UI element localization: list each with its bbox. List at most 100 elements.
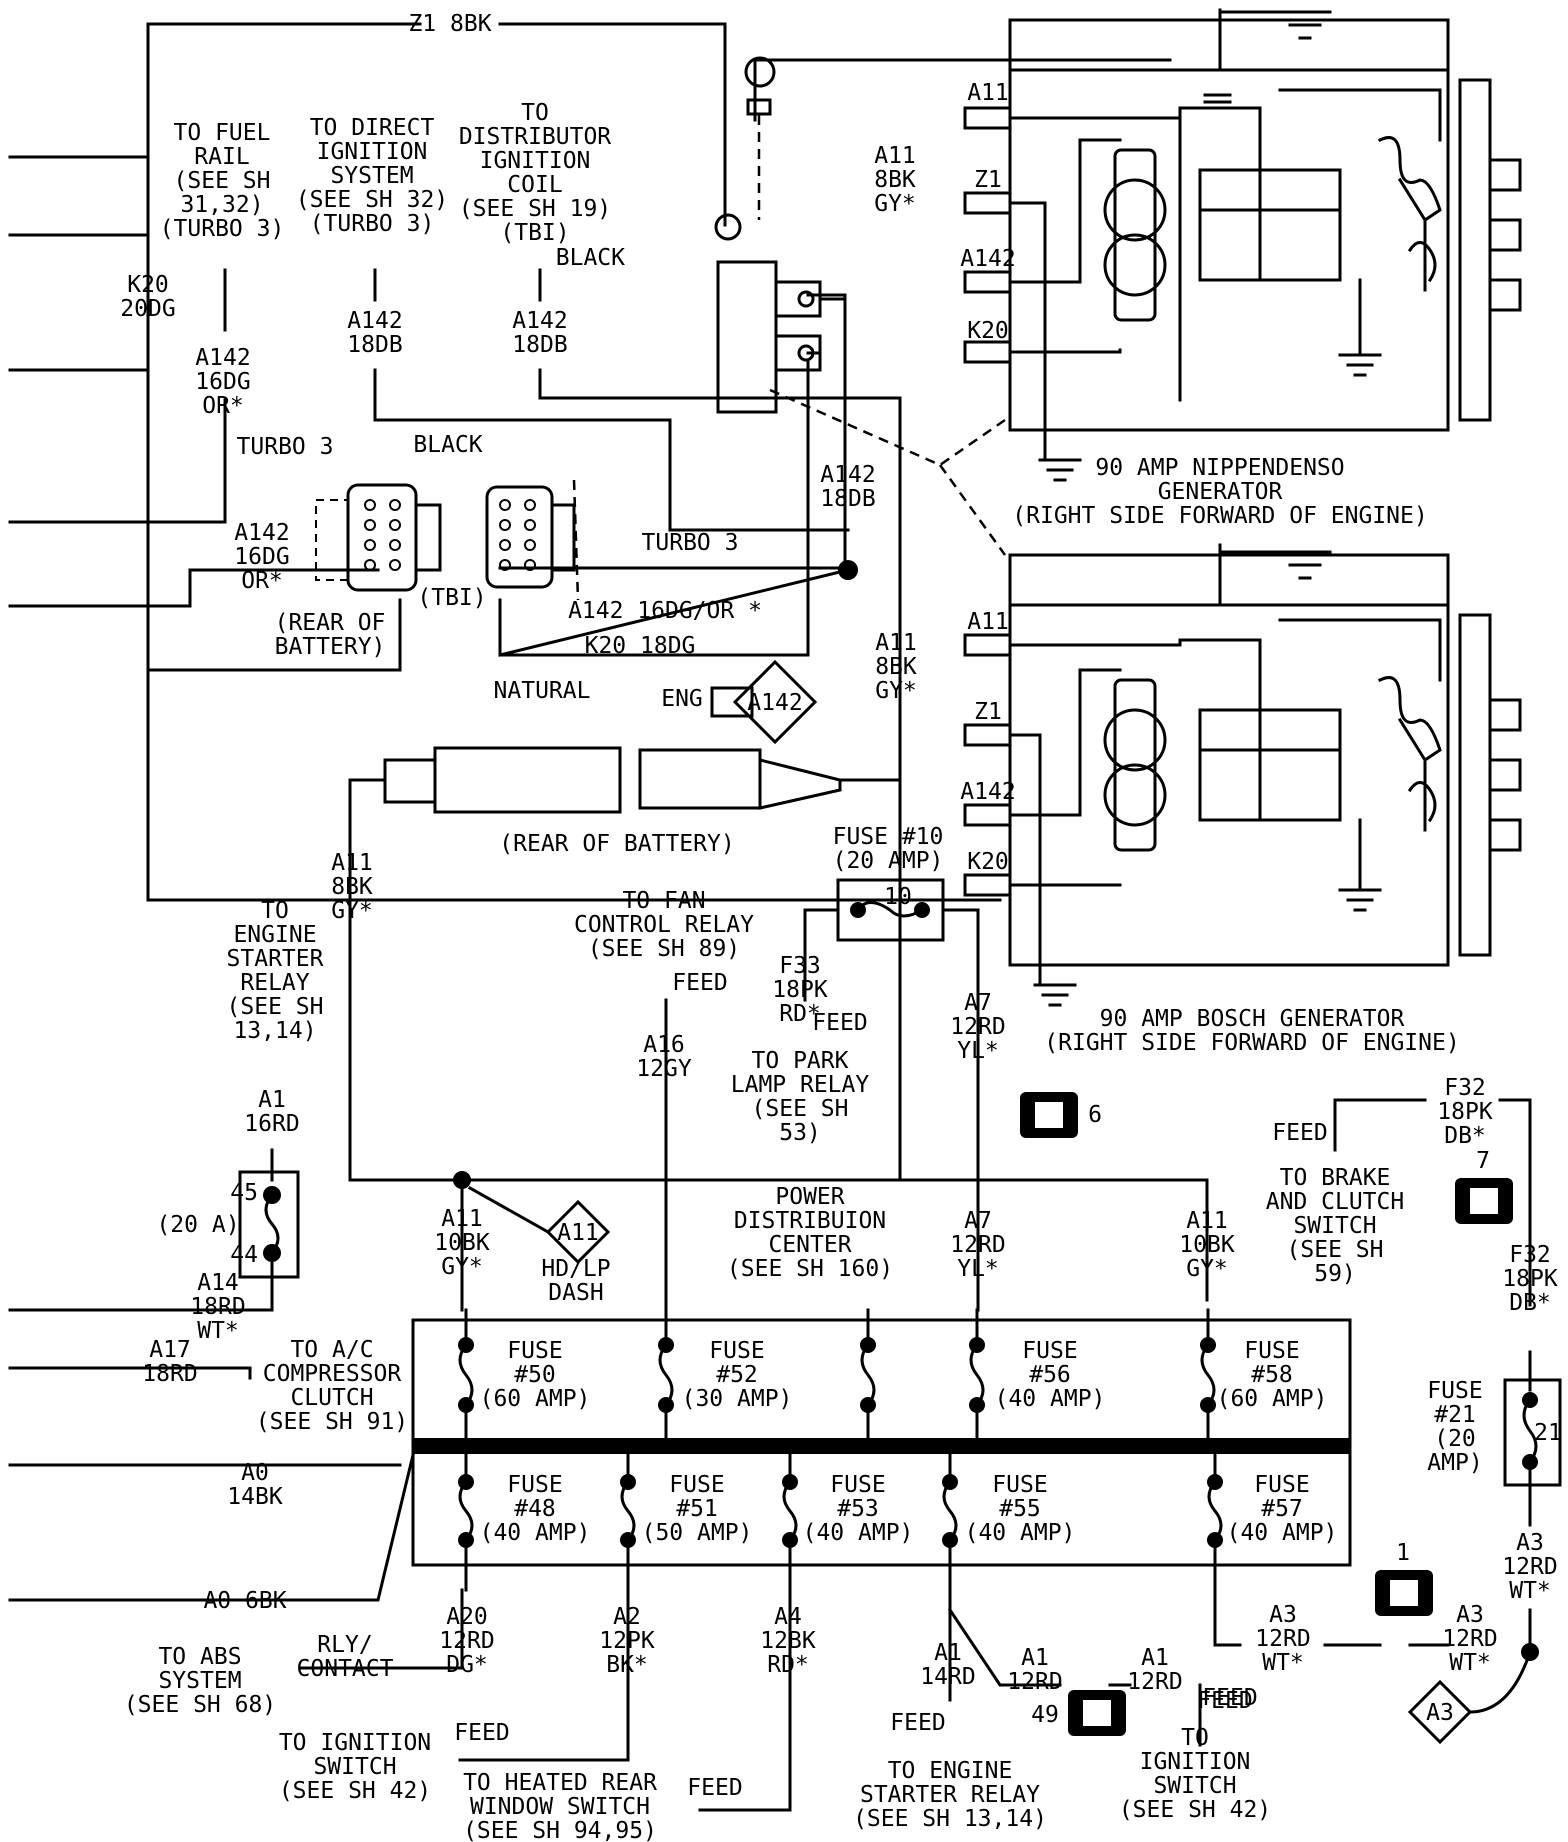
a4-label: A4 <box>774 1604 802 1630</box>
a1_16rd-label: 16RD <box>244 1111 299 1137</box>
brake-label: 59) <box>1314 1261 1356 1287</box>
direct_ign-label: IGNITION <box>317 139 428 165</box>
gen1_title-label: 90 AMP NIPPENDENSO <box>1095 455 1344 481</box>
a2-label: A2 <box>613 1604 641 1630</box>
fuse-element <box>1207 1479 1223 1543</box>
a11_10bk_l-label: 10BK <box>434 1230 490 1256</box>
a3_mid-label: 12RD <box>1255 1626 1310 1652</box>
a11_10bk_l-label: GY* <box>441 1254 483 1280</box>
direct_ign-label: TO DIRECT <box>310 115 435 141</box>
k20-label: 20DG <box>120 296 175 322</box>
abs-label: TO ABS <box>158 1644 241 1670</box>
a1_14rd-label: A1 <box>934 1640 962 1666</box>
rear_battery1-label: BATTERY) <box>275 634 386 660</box>
gen1-pin-label: A142 <box>960 246 1015 272</box>
feed8-label: FEED <box>1202 1685 1257 1711</box>
a1_16rd-label: A1 <box>258 1087 286 1113</box>
ac_comp-label: (SEE SH 91) <box>256 1409 408 1435</box>
gen2_title-label: (RIGHT SIDE FORWARD OF ENGINE) <box>1044 1030 1459 1056</box>
ign_switch1-label: TO IGNITION <box>279 1730 431 1756</box>
pdc-fuse-label: #52 <box>716 1362 758 1388</box>
ign_switch2-label: (SEE SH 42) <box>1119 1797 1271 1823</box>
fuse-element <box>620 1479 636 1543</box>
fuse-element <box>458 1479 474 1543</box>
heated-label: (SEE SH 94,95) <box>463 1818 657 1842</box>
ac_comp-label: CLUTCH <box>290 1385 373 1411</box>
a142_dg-label: OR* <box>202 393 244 419</box>
pdc-fuse-label: FUSE <box>1244 1338 1299 1364</box>
f33-label: F33 <box>779 953 821 979</box>
ign_switch2-label: TO <box>1181 1725 1209 1751</box>
pdc-outputs <box>298 1588 1450 1812</box>
park-label: 53) <box>779 1120 821 1146</box>
pdc-fuse-label: FUSE <box>992 1472 1047 1498</box>
eng_starter-label: ENGINE <box>233 922 316 948</box>
pdc-fuse-label: FUSE <box>507 1472 562 1498</box>
a11_mid-label: A11 <box>875 630 917 656</box>
a11_top-label: 8BK <box>874 167 916 193</box>
k20-label: K20 <box>127 272 169 298</box>
pdc-fuse-label: #58 <box>1251 1362 1293 1388</box>
gen2-pin-label: Z1 <box>974 699 1002 725</box>
a3_end-label: 12RD <box>1442 1626 1497 1652</box>
rear_battery2-label: (REAR OF BATTERY) <box>499 831 734 857</box>
a11_top-label: GY* <box>874 191 916 217</box>
fuse-45-44 <box>8 1148 300 1370</box>
a3_right-label: 12RD <box>1502 1554 1557 1580</box>
ac_comp-label: COMPRESSOR <box>263 1361 402 1387</box>
pdc-fuse-symbols <box>458 1308 1223 1592</box>
f32_bot-label: F32 <box>1509 1242 1551 1268</box>
fan-label: TO FAN <box>622 888 705 914</box>
a11_10bk_r-label: A11 <box>1186 1208 1228 1234</box>
feed6-label: FEED <box>687 1775 742 1801</box>
a11_top-label: A11 <box>874 143 916 169</box>
a11-marker <box>545 1199 611 1265</box>
fuel_rail-label: (SEE SH <box>174 168 271 194</box>
dash-gen1 <box>769 388 1006 467</box>
fuse45-label: 44 <box>230 1242 258 1268</box>
fuel_rail-label: RAIL <box>194 144 249 170</box>
ignition-coil <box>714 56 847 414</box>
pdc-fuse-label: #55 <box>999 1496 1041 1522</box>
a11_left-label: 8BK <box>331 874 373 900</box>
hd_lp-label: DASH <box>548 1280 603 1306</box>
black_conn-label: BLACK <box>413 432 482 458</box>
a11_mid-label: 8BK <box>875 654 917 680</box>
a7_top-label: A7 <box>964 990 992 1016</box>
gen1_title-label: (RIGHT SIDE FORWARD OF ENGINE) <box>1012 503 1427 529</box>
brake-label: AND CLUTCH <box>1266 1189 1404 1215</box>
fuse10-label: FUSE #10 <box>833 824 944 850</box>
pdc-fuse-label: #48 <box>514 1496 556 1522</box>
dist_ign-label: IGNITION <box>480 148 591 174</box>
eng_starter-label: (SEE SH <box>227 994 324 1020</box>
fuse-element <box>860 1342 876 1408</box>
fuel_rail-label: (TURBO 3) <box>160 216 285 242</box>
f33-label: RD* <box>779 1001 821 1027</box>
a142_left-label: 16DG <box>234 544 289 570</box>
pdc-fuse-label: (50 AMP) <box>642 1520 753 1546</box>
gen1-pin-label: K20 <box>967 318 1009 344</box>
f32_top-label: DB* <box>1444 1123 1486 1149</box>
eng_starter2-label: TO ENGINE <box>888 1758 1013 1784</box>
connector-tbi <box>485 479 580 601</box>
a16-label: 12GY <box>636 1056 692 1082</box>
a142_db1-label: A142 <box>347 308 402 334</box>
gen2-pin-label: A142 <box>960 779 1015 805</box>
fuse10-label: (20 AMP) <box>833 848 944 874</box>
dist_ign-label: (TBI) <box>500 220 569 246</box>
a142_right-label: 18DB <box>820 486 875 512</box>
dist_ign-label: DISTRIBUTOR <box>459 124 611 150</box>
fuse-element <box>942 1479 958 1543</box>
ac_comp-label: TO A/C <box>290 1337 373 1363</box>
a3_mid-label: WT* <box>1262 1650 1304 1676</box>
a7_bot-label: 12RD <box>950 1232 1005 1258</box>
pdc-label: DISTRIBUION <box>734 1208 886 1234</box>
ign_switch2-label: IGNITION <box>1140 1749 1251 1775</box>
a1_12rd_a-label: A1 <box>1021 1645 1049 1671</box>
a7_bot-label: A7 <box>964 1208 992 1234</box>
feed1-label: FEED <box>672 970 727 996</box>
ign_switch1-label: (SEE SH 42) <box>279 1778 431 1804</box>
connector-turbo <box>315 483 442 592</box>
conn6-label: 6 <box>1088 1102 1102 1128</box>
a4-label: RD* <box>767 1652 809 1678</box>
